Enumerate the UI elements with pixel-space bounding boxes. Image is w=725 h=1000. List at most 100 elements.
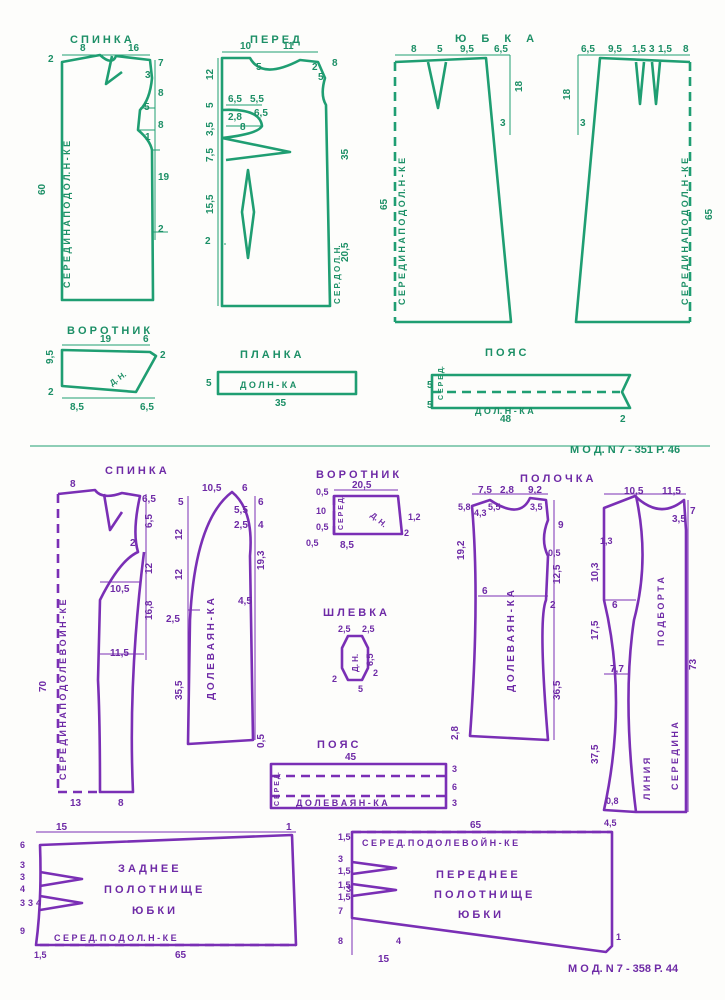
back-dim-label: 60 bbox=[37, 183, 48, 195]
dress-back-title: С П И Н К А bbox=[105, 465, 167, 477]
front-skirt-dim-label: 1,5 bbox=[338, 880, 351, 890]
sleeve-dim-label: 12 bbox=[174, 528, 185, 540]
skirt-dim-label: 6,5 bbox=[494, 44, 508, 55]
placket-pattern: П Л А Н К А 5 35 Д О Л Н - К А bbox=[206, 349, 358, 409]
sleeve-dim-label: 4,5 bbox=[238, 596, 252, 607]
skirt-dim-label: 18 bbox=[514, 80, 525, 92]
skirt-dim-label: 6,5 bbox=[581, 44, 595, 55]
back-dim-label: 2 bbox=[158, 224, 164, 235]
skirt-back-outline bbox=[394, 56, 513, 324]
skirt-back-dart bbox=[426, 61, 448, 110]
front-title: П Е Р Е Д bbox=[250, 34, 300, 46]
collar-dim-label: 2 bbox=[160, 350, 166, 361]
collar-dim-label: 19 bbox=[100, 334, 112, 345]
sleeve-dim-label: 12 bbox=[174, 568, 185, 580]
front-skirt-fold-label: С Е Р Е Д. П О Д О Л Е В О Й Н - К Е bbox=[362, 837, 518, 848]
sleeve-dim-label: 4 bbox=[258, 520, 264, 531]
dress-front-pattern: П О Л О Ч К А 7,5 2,8 9,2 5,8 4,3 5,5 3,… bbox=[450, 473, 594, 742]
dress-front-dim-label: 2 bbox=[550, 600, 556, 611]
skirt-dim-label: 8 bbox=[683, 44, 689, 55]
dress-front-dim-label: 4,3 bbox=[474, 508, 487, 518]
front-grain-label: С Е Р. Д О Л. Н. bbox=[333, 245, 342, 304]
skirt-front-dart-2 bbox=[650, 61, 662, 106]
dress-back-dim-label: 8 bbox=[118, 798, 124, 809]
dress-belt-grain-label: Д О Л Е В А Я Н - К А bbox=[296, 798, 388, 808]
dress-belt-dim-label: 6 bbox=[452, 782, 457, 792]
back-skirt-title-1: З А Д Н Е Е bbox=[118, 863, 179, 875]
dress-back-dim-label: 6,5 bbox=[144, 514, 155, 528]
back-dim-label: 8 bbox=[158, 88, 164, 99]
front-dim-label: 35 bbox=[340, 148, 351, 160]
back-skirt-dim-label: 1,5 bbox=[34, 950, 47, 960]
back-dim-label: 8 bbox=[158, 120, 164, 131]
sleeve-dim-label: 5 bbox=[178, 497, 184, 508]
dress-front-dim-label: 5,8 bbox=[458, 502, 471, 512]
back-dim-label: 7 bbox=[158, 58, 164, 69]
skirt-front-outline bbox=[574, 56, 691, 324]
sleeve-outline bbox=[186, 490, 255, 746]
front-facing-pattern: 10,5 11,5 7 3,5 1,3 10,3 6 17,5 73 7,7 3… bbox=[590, 486, 699, 828]
belt-outline bbox=[430, 373, 632, 410]
dress-collar-dim-label: 10 bbox=[316, 506, 326, 516]
front-waist-dart bbox=[240, 168, 256, 260]
dress-front-dim-label: 3,5 bbox=[530, 502, 543, 512]
collar-title: В О Р О Т Н И К bbox=[67, 325, 150, 337]
front-dim-label: 20,5 bbox=[340, 242, 351, 262]
dress-belt-pattern: П О Я С 45 3 6 3 С Е Р Е Д. Д О Л Е В А … bbox=[269, 739, 457, 810]
dress-back-dim-label: 10,5 bbox=[110, 584, 130, 595]
dress-back-dim-label: 13 bbox=[70, 798, 82, 809]
dress-front-dim-label: 2,8 bbox=[450, 726, 461, 740]
dress-collar-dim-label: 8,5 bbox=[340, 540, 354, 551]
skirt-dim-label: 18 bbox=[562, 88, 573, 100]
skirt-pattern: Ю Б К А 8 5 9,5 6,5 18 3 65 С Е Р Е Д И … bbox=[379, 33, 715, 324]
dress-back-dim-label: 16,8 bbox=[144, 600, 155, 620]
dress-front-title: П О Л О Ч К А bbox=[520, 473, 594, 485]
front-line-label: Л И Н И Я bbox=[642, 758, 652, 800]
belt-dim-label: 5 bbox=[427, 400, 433, 411]
skirt-dim-label: 9,5 bbox=[460, 44, 474, 55]
front-dim-label: 8 bbox=[332, 58, 338, 69]
dress-collar-outline bbox=[332, 494, 404, 536]
belt-title: П О Я С bbox=[485, 347, 527, 359]
front-facing-dim-label: 6 bbox=[612, 600, 618, 611]
front-skirt-dim-label: 7 bbox=[338, 906, 343, 916]
front-skirt-dart-2 bbox=[351, 882, 398, 898]
belt-loop-dim-label: 2 bbox=[373, 668, 378, 678]
dress-front-dim-label: 7,5 bbox=[478, 485, 492, 496]
front-facing-dim-label: 17,5 bbox=[590, 620, 601, 640]
skirt-title: Ю Б К А bbox=[455, 33, 540, 45]
dress-belt-dim-label: 45 bbox=[345, 752, 357, 763]
dress-belt-outline bbox=[269, 762, 448, 810]
back-dim-label: 2 bbox=[48, 54, 54, 65]
dress-back-dim-label: 2 bbox=[130, 538, 136, 549]
back-skirt-dim-label: 4 bbox=[20, 884, 25, 894]
sleeve-dim-label: 10,5 bbox=[202, 483, 222, 494]
dress-collar-dim-label: 2 bbox=[404, 528, 409, 538]
dress-front-dim-label: 9,2 bbox=[528, 485, 542, 496]
dress-front-outline bbox=[468, 496, 550, 742]
collar-dim-label: 6 bbox=[143, 334, 149, 345]
back-title: С П И Н К А bbox=[70, 34, 132, 46]
dress-front-dim-label: 0,5 bbox=[548, 548, 561, 558]
belt-pattern: П О Я С 5 5 48 2 С Е Р Е Д. Д О Л. Н - К… bbox=[427, 347, 632, 425]
model-label-top: М О Д. N 7 - 351 Р. 46 bbox=[570, 444, 680, 456]
front-skirt-title-2: П О Л О Т Н И Щ Е bbox=[434, 889, 532, 901]
sleeve-grain-label: Д О Л Е В А Я Н - К А bbox=[206, 598, 217, 700]
dress-back-pattern: С П И Н К А 8 6,5 6,5 2 12 10,5 16,8 11,… bbox=[38, 465, 167, 809]
belt-dim-label: 2 bbox=[620, 414, 626, 425]
back-dim-label: 8 bbox=[80, 43, 86, 54]
front-facing-dim-label: 73 bbox=[688, 658, 699, 670]
back-skirt-title-2: П О Л О Т Н И Щ Е bbox=[104, 884, 202, 896]
belt-dim-label: 5 bbox=[427, 380, 433, 391]
sleeve-dim-label: 6 bbox=[242, 483, 248, 494]
model-label-bottom: М О Д. N 7 - 358 Р. 44 bbox=[568, 963, 679, 975]
dress-back-dim-label: 11,5 bbox=[110, 648, 129, 659]
collar-grain-label: Д. Н. bbox=[108, 370, 128, 388]
back-skirt-fold-label: С Е Р Е Д. П О Д О Л. Н - К Е bbox=[54, 933, 177, 943]
front-dim-label: 2,8 bbox=[228, 112, 242, 123]
dress-collar-dim-label: 0,5 bbox=[316, 522, 329, 532]
front-skirt-dim-label: 65 bbox=[470, 820, 482, 831]
placket-dim-label: 35 bbox=[275, 398, 287, 409]
front-dim-label: 3,5 bbox=[205, 122, 216, 136]
sleeve-dim-label: 35,5 bbox=[174, 680, 185, 700]
